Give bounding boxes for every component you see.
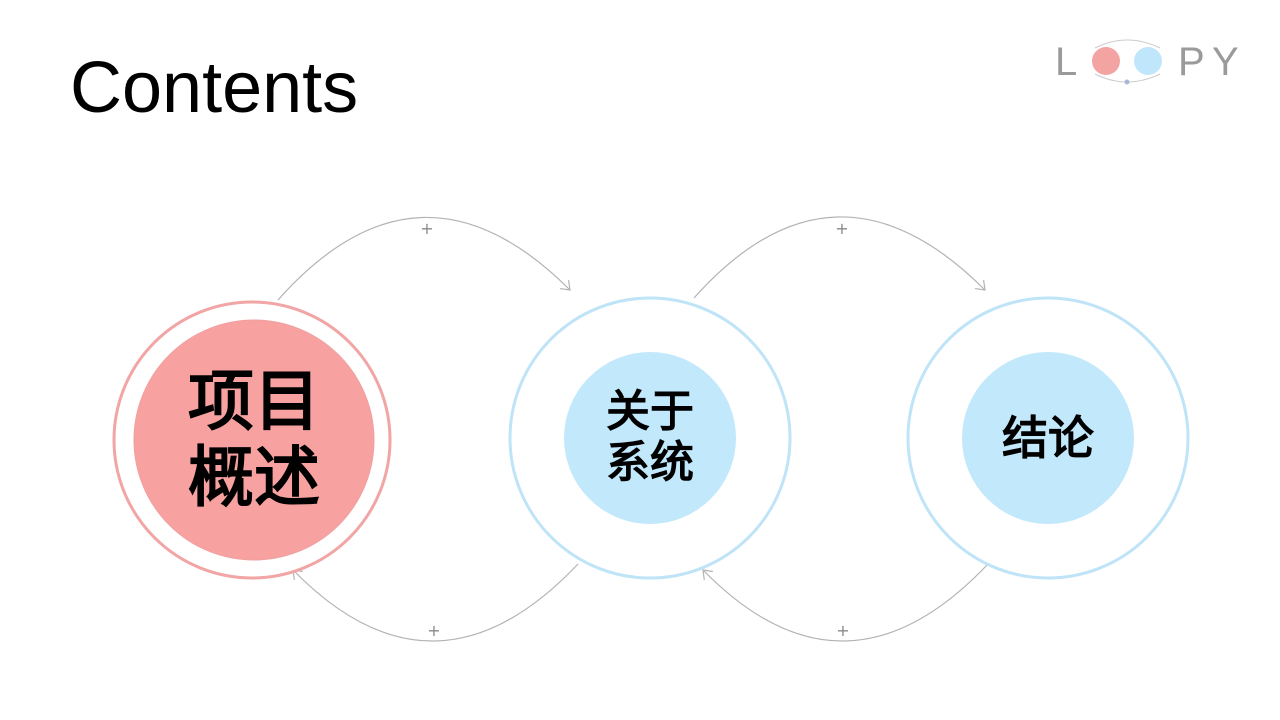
logo-letter-l: L <box>1055 40 1077 84</box>
page-title: Contents <box>70 48 359 128</box>
node-label-conclusion: 结论 <box>1002 410 1094 465</box>
logo-pink-circle <box>1092 47 1120 75</box>
node-label-about-system: 关于 系统 <box>606 386 694 488</box>
logo-blue-circle <box>1134 47 1162 75</box>
edge-sign: + <box>420 219 433 238</box>
logo-arc-top <box>1094 39 1161 49</box>
edge-arrow <box>693 216 986 299</box>
logo-letter-p: P <box>1178 40 1205 84</box>
node-label-overview: 项目 概述 <box>188 363 320 516</box>
node-fill <box>564 352 736 524</box>
loopy-logo: L P Y <box>1055 39 1239 85</box>
edge-arrow <box>292 563 579 642</box>
edge-sign: + <box>836 621 849 640</box>
edge-arrow <box>277 216 571 301</box>
edge-sign: + <box>835 219 848 238</box>
edge-sign: + <box>427 621 440 640</box>
logo-dot <box>1124 79 1130 85</box>
edge-arrow <box>702 563 989 642</box>
node-fill <box>962 352 1134 524</box>
logo-letter-y: Y <box>1212 40 1239 84</box>
node-fill <box>133 319 375 561</box>
